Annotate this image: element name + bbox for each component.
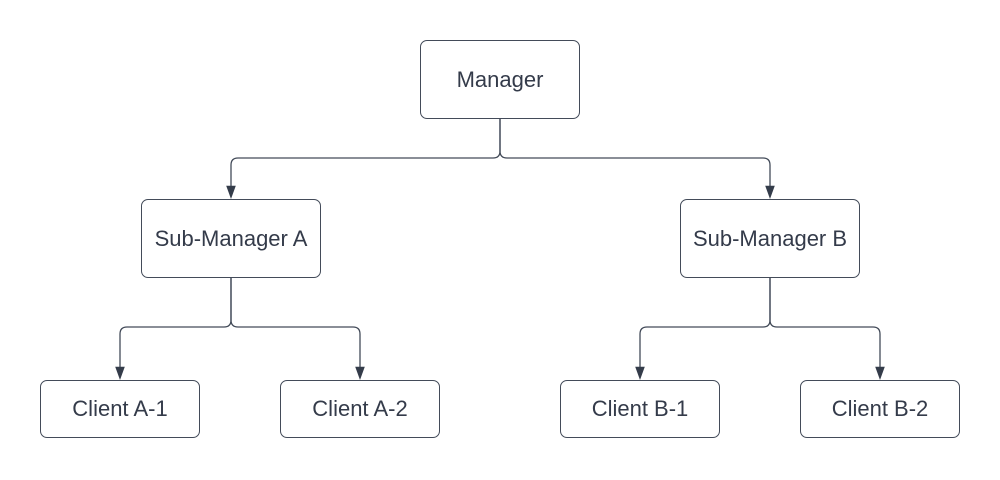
connector-sub-manager-b-to-client-b2: [769, 278, 881, 367]
node-client-a1: Client A-1: [40, 380, 200, 438]
connector-sub-manager-b-to-client-b1: [639, 278, 771, 367]
node-sub-manager-b: Sub-Manager B: [680, 199, 860, 278]
node-sub-manager-a: Sub-Manager A: [141, 199, 321, 278]
arrowhead-client-a1: [115, 366, 125, 380]
arrowhead-client-b1: [635, 366, 645, 380]
node-client-b1: Client B-1: [560, 380, 720, 438]
arrowhead-client-b2: [875, 366, 885, 380]
connector-sub-manager-a-to-client-a1: [119, 278, 232, 367]
arrowhead-sub-manager-a: [226, 185, 236, 199]
arrowhead-sub-manager-b: [765, 185, 775, 199]
node-manager: Manager: [420, 40, 580, 119]
node-client-a2: Client A-2: [280, 380, 440, 438]
arrowhead-client-a2: [355, 366, 365, 380]
connector-sub-manager-a-to-client-a2: [230, 278, 361, 367]
node-client-b2: Client B-2: [800, 380, 960, 438]
connector-manager-to-sub-manager-b: [499, 119, 771, 186]
connector-manager-to-sub-manager-a: [230, 119, 501, 186]
